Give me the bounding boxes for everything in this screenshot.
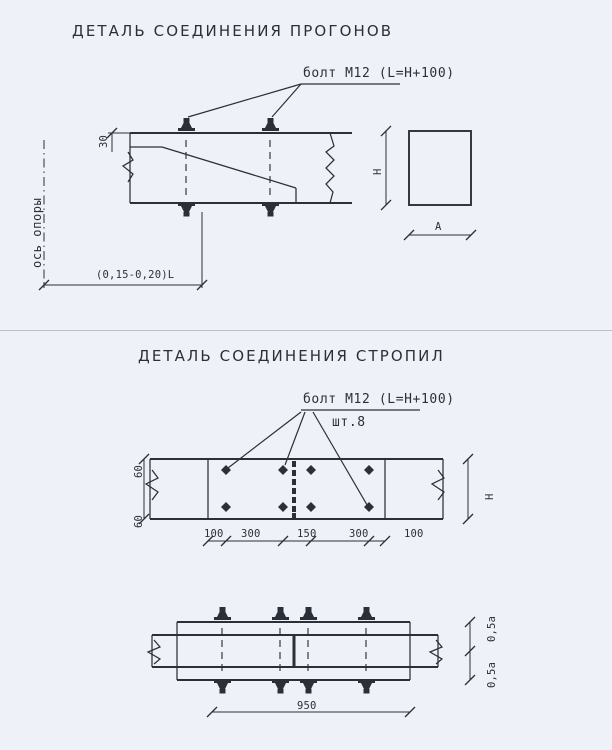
dim-chain-300-right: 300	[349, 528, 369, 540]
beam-break-symbol-left	[121, 151, 134, 183]
bolt-markers-bottom-row	[221, 502, 374, 512]
rafter-leader-2	[284, 411, 306, 466]
dim-overhang-tick-right	[196, 279, 208, 291]
callout-bolt-note-rafter: болт М12 (L=H+100)	[303, 392, 455, 407]
bolt-note-leader-2	[271, 83, 302, 118]
cross-section-outline	[408, 130, 472, 206]
bolt-nut-bottom-2	[262, 203, 279, 217]
scarf-diagonal	[161, 146, 297, 189]
section-A-tick-right	[465, 229, 477, 241]
plan-bolt-axes	[221, 628, 367, 674]
rafter-break-right	[430, 469, 445, 501]
dim-chain-ticks	[202, 535, 391, 547]
purlin-joint-drawing	[38, 83, 477, 291]
bolt-markers-top-row	[221, 465, 374, 475]
dim-60-tick-top	[138, 453, 150, 465]
rafter-leader-1	[227, 411, 302, 469]
section-A-tick-left	[403, 229, 415, 241]
section-title-purlin: ДЕТАЛЬ СОЕДИНЕНИЯ ПРОГОНОВ	[72, 22, 394, 40]
dim30-tick	[106, 127, 118, 139]
dim-chain-100-left: 100	[204, 528, 224, 540]
dim-950-plate-length: 950	[297, 700, 317, 712]
dim-chain-150-mid: 150	[297, 528, 317, 540]
dim-chain-100-right: 100	[404, 528, 424, 540]
callout-bolt-note-purlin: болт М12 (L=H+100)	[303, 66, 455, 81]
dim-950-tick-left	[206, 706, 218, 718]
rafter-leader-3	[312, 411, 371, 511]
plan-bolt-nuts-bottom	[214, 680, 375, 694]
bolt-note-leader-1	[187, 83, 302, 118]
dim-overhang-tick-left	[38, 279, 50, 291]
bolt-nut-bottom-1	[178, 203, 195, 217]
section-title-rafter: ДЕТАЛЬ СОЕДИНЕНИЯ СТРОПИЛ	[138, 347, 445, 365]
rafter-break-left	[144, 469, 159, 501]
plan-break-left	[146, 639, 162, 665]
bolt-head-top-2	[262, 118, 279, 131]
dim-H-rafter-tick-top	[462, 453, 474, 465]
section-divider	[0, 330, 612, 331]
bolt-head-top-1	[178, 118, 195, 131]
dim-60-tick-bottom	[138, 513, 150, 525]
dim-0-5a-ticks	[464, 616, 476, 686]
dim-950-tick-right	[404, 706, 416, 718]
dim-chain-300-left: 300	[241, 528, 261, 540]
section-H-tick-bottom	[380, 199, 392, 211]
section-H-tick-top	[380, 125, 392, 137]
beam-break-symbol-right	[325, 132, 335, 204]
dim-overhang-purlin: (0,15-0,20)L	[96, 269, 175, 281]
plan-bolt-heads-top	[214, 607, 375, 620]
plan-break-right	[428, 639, 444, 665]
dim-H-rafter-tick-bottom	[462, 513, 474, 525]
dim-A-purlin-section: A	[435, 221, 442, 233]
callout-bolt-qty: шт.8	[332, 415, 366, 430]
butt-joint-gap	[292, 461, 296, 518]
